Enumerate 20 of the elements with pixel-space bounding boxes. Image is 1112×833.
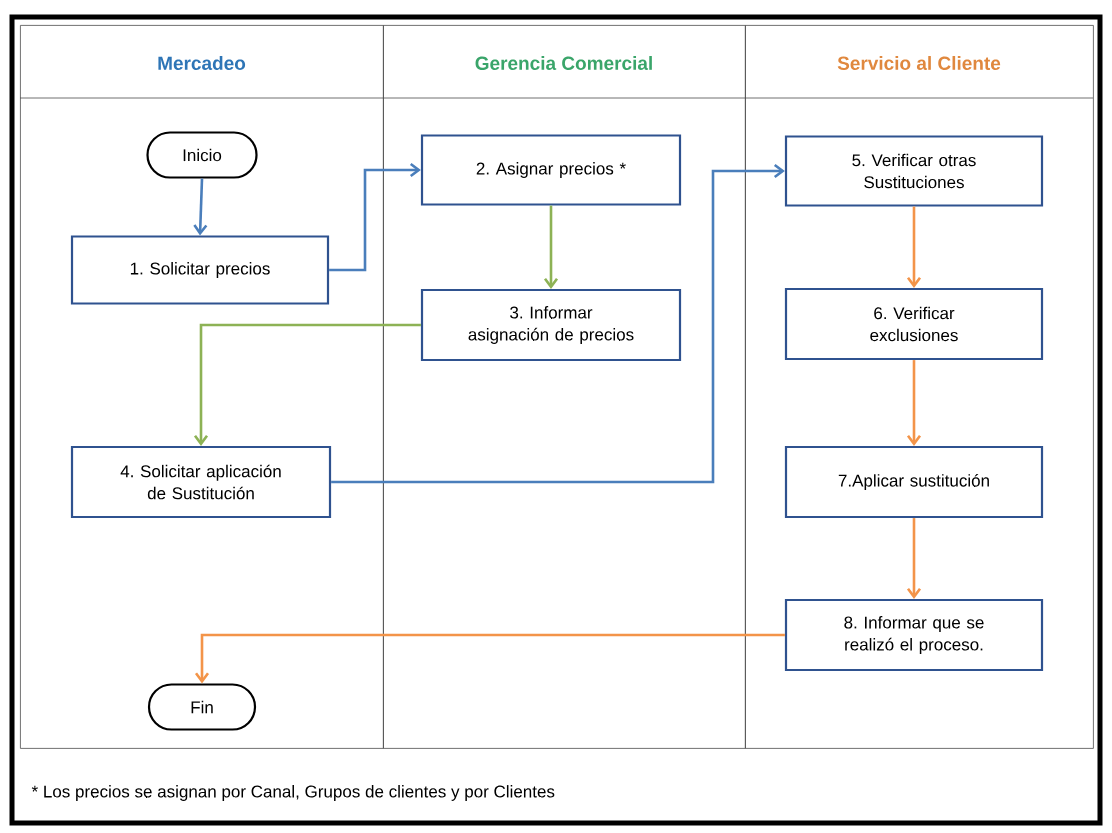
process-box: 6. Verificar exclusiones	[784, 287, 1044, 361]
arrow	[331, 163, 785, 484]
terminal-box: Fin	[147, 683, 257, 731]
process-box: 7.Aplicar sustitución	[784, 445, 1044, 519]
arrow	[193, 178, 208, 236]
arrow	[906, 206, 922, 288]
process-box: 4. Solicitar aplicación de Sustitución	[70, 445, 332, 519]
terminal-box: Inicio	[146, 131, 258, 179]
arrow	[906, 518, 922, 599]
process-box: 8. Informar que se realizó el proceso.	[784, 598, 1044, 672]
process-box: 1. Solicitar precios	[70, 235, 330, 305]
arrow	[194, 633, 785, 684]
arrow	[193, 323, 421, 446]
process-box: 2. Asignar precios *	[420, 134, 682, 206]
process-box: 5. Verificar otras Sustituciones	[784, 135, 1044, 207]
arrow	[906, 360, 922, 446]
footnote: * Los precios se asignan por Canal, Grupos de clientes y por Clientes	[31, 785, 555, 801]
arrow	[543, 205, 559, 289]
arrow	[329, 162, 421, 272]
process-box: 3. Informar asignación de precios	[420, 288, 682, 362]
